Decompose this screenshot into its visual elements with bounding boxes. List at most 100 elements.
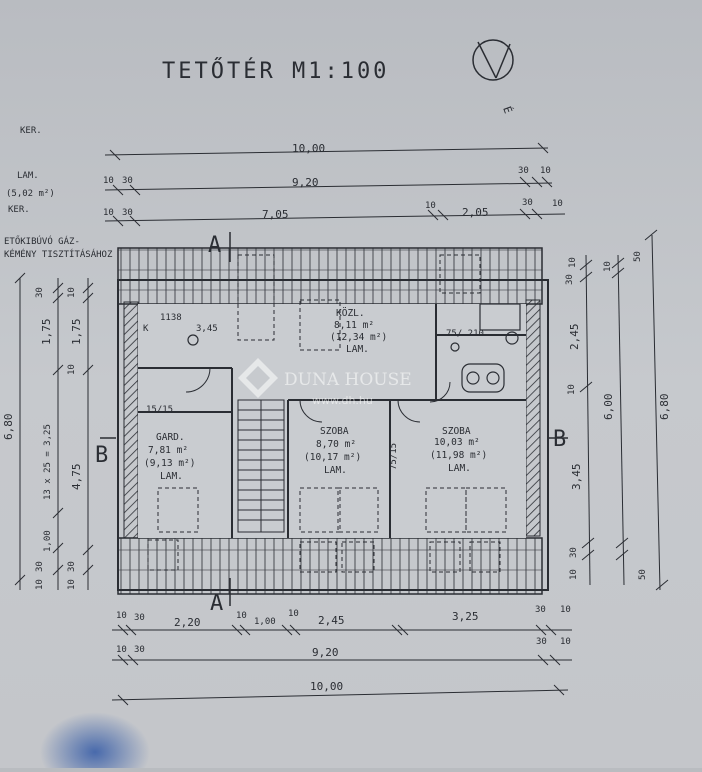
room-szoba1-area: 8,70 m² [316,439,356,450]
closet-k-label: K [143,324,149,334]
section-mark-b-left: B [95,443,111,468]
dim-top-t30d: 30 [522,198,533,208]
top-dimension-lines [104,142,566,227]
dim-left-l30c: 30 [67,561,77,572]
room-kozl-name: KÖZL. [336,308,365,319]
dim-bottom-seg1: 2,20 [174,616,201,629]
room-gard-floor: LAM. [160,471,183,482]
dim-top-t10a: 10 [103,176,114,186]
dim-bottom-b30d: 30 [536,637,547,647]
dim-left-475: 4,75 [70,464,83,491]
north-arrow-icon [472,39,514,81]
dim-right-r10b: 10 [567,384,577,395]
section-mark-b-right: B [553,427,569,452]
dim-right-r10c: 10 [569,569,579,580]
note-chimney-2: KÉMÉNY TISZTÍTÁSÁHOZ [4,248,113,260]
dim-bottom-b30a: 30 [134,613,145,623]
room-szoba1-floor: LAM. [324,465,347,476]
dim-top-t30b: 30 [518,166,529,176]
dim-top-right-part: 2,05 [462,206,489,219]
note-lam: LAM. [17,171,39,181]
dim-left-l10b: 10 [67,364,77,375]
dim-right-r50b: 50 [638,569,648,580]
blue-smudge [40,712,150,772]
dim-right-r50a: 50 [633,251,643,262]
staircase [237,399,285,533]
dim-top-t30c: 30 [122,208,133,218]
room-gard-area2: (9,13 m²) [144,458,195,469]
dim-left-stairs: 13 x 25 = 3,25 [43,424,53,500]
bottom-dimension-lines [111,624,572,706]
dim-right-r10d: 10 [603,261,613,272]
room-kozl-area2: (12,34 m²) [330,332,387,343]
dim-right-inner: 6,00 [602,394,615,421]
dim-bottom-b10e: 10 [116,645,127,655]
dim-left-175b: 1,75 [70,319,83,346]
watermark-brand: DUNA HOUSE [284,370,412,390]
section-mark-a-top: A [208,233,224,258]
dim-bottom-seg2: 1,00 [254,617,276,627]
dim-top-overall: 10,00 [292,142,325,155]
room-gard-name: GARD. [156,432,185,443]
dim-left-l10d: 10 [67,579,77,590]
room-szoba2-floor: LAM. [448,463,471,474]
dim-bottom-seg4: 3,25 [452,610,479,623]
dim-right-r30b: 30 [569,547,579,558]
dim-bottom-b10d: 10 [560,605,571,615]
dim-right-overall: 6,80 [658,394,671,421]
closet-small-dim: 3,45 [196,324,218,334]
roof-band-top [117,247,543,305]
dim-bottom-b10c: 10 [288,609,299,619]
dim-right-r10a: 10 [568,257,578,268]
room-gard-area: 7,81 m² [148,445,188,456]
section-mark-a-bottom: A [210,591,226,616]
dim-bottom-inner: 9,20 [312,646,339,659]
dim-bottom-overall: 10,00 [310,680,343,693]
room-szoba2-area2: (11,98 m²) [430,450,487,461]
dim-right-r30a: 30 [565,274,575,285]
room-szoba2-area: 10,03 m² [434,437,480,448]
door-7515-label: 75/15 [389,443,399,470]
dim-top-t10b: 10 [540,166,551,176]
dim-top-inner: 9,20 [292,176,319,189]
dim-bottom-b10b: 10 [236,611,247,621]
right-dimension-lines [579,229,669,591]
dim-left-l30a: 30 [35,287,45,298]
note-ker-1: KER. [20,126,42,136]
building-outline [117,247,549,595]
room-szoba2-name: SZOBA [442,426,471,437]
knee-wall-left [123,301,139,539]
dim-top-t30a: 30 [122,176,133,186]
dim-left-l30b: 30 [35,561,45,572]
dim-left-175a: 1,75 [40,319,53,346]
dim-bottom-b30b: 30 [535,605,546,615]
dim-top-t10c: 10 [103,208,114,218]
dim-top-t10e: 10 [552,199,563,209]
room-szoba1-area2: (10,17 m²) [304,452,361,463]
watermark: DUNA HOUSE www.dh.hu [238,358,412,407]
bath-door-code: 75/ 210 [446,329,484,339]
closet-code: 1138 [160,313,182,323]
dim-bottom-seg3: 2,45 [318,614,345,627]
dim-bottom-b10a: 10 [116,611,127,621]
dim-right-345: 3,45 [570,464,583,491]
dim-bottom-b30c: 30 [134,645,145,655]
roof-band-bottom [117,537,543,595]
dim-left-l10c: 10 [35,579,45,590]
dim-bottom-b10f: 10 [560,637,571,647]
knee-wall-right [525,299,541,537]
watermark-url: www.dh.hu [312,394,373,407]
dim-top-t10d: 10 [425,201,436,211]
dim-top-left-part: 7,05 [262,208,289,221]
room-kozl-floor: LAM. [346,344,369,355]
section-lines [100,232,568,606]
dim-right-245: 2,45 [568,324,581,351]
dim-left-100: 1,00 [43,530,53,552]
plan-title: TETŐTÉR M1:100 [162,58,389,84]
bathroom-fixtures [187,303,521,393]
left-dimension-lines [14,272,94,590]
note-chimney-1: ETŐKIBÚVÓ GÁZ- [4,235,80,247]
door-1515-label: 15/15 [146,405,173,415]
